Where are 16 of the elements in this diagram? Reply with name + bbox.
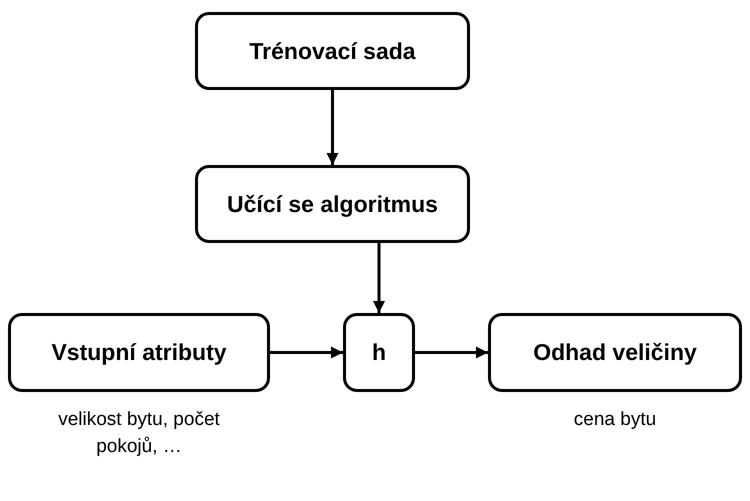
- note-text: cena bytu: [572, 408, 658, 432]
- box-label: h: [372, 339, 386, 366]
- arrow: [415, 346, 488, 358]
- arrow: [373, 243, 385, 313]
- note-text: velikost bytu, počet pokojů, …: [57, 408, 221, 459]
- process-box: [8, 313, 270, 392]
- box-label: Odhad veličiny: [533, 339, 697, 366]
- box-label: Učící se algoritmus: [227, 190, 438, 218]
- box-label: Trénovací sada: [249, 38, 416, 64]
- arrow: [326, 90, 338, 165]
- process-box: [488, 313, 742, 392]
- box-label: Vstupní atributy: [51, 339, 227, 366]
- arrow: [270, 346, 343, 358]
- process-box: [195, 165, 470, 243]
- process-box: [343, 313, 415, 392]
- process-box: [195, 12, 470, 90]
